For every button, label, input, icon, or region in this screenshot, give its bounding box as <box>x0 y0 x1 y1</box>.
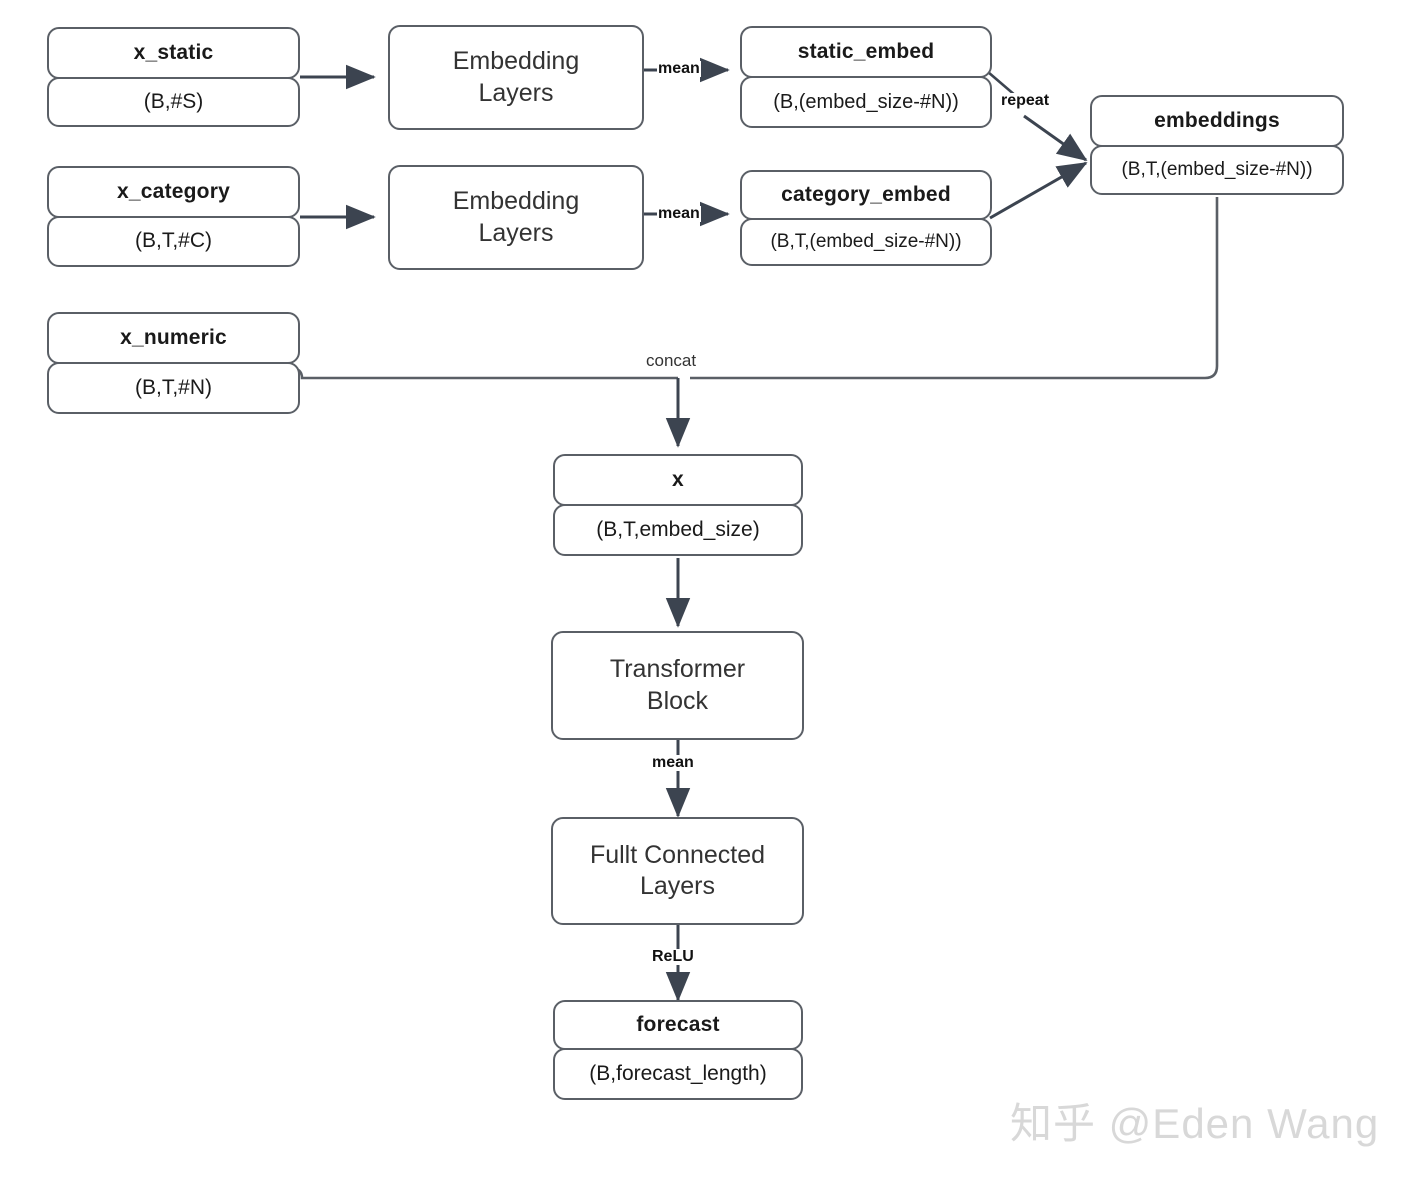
node-static-embed[interactable]: static_embed (B,(embed_size-#N)) <box>740 26 992 130</box>
edge-label-concat: concat <box>645 351 698 370</box>
edge-label-repeat: repeat <box>1000 92 1051 109</box>
node-category-embed-shape: (B,T,(embed_size-#N)) <box>740 218 992 266</box>
label-line-1: Embedding <box>452 187 580 216</box>
node-x-numeric[interactable]: x_numeric (B,T,#N) <box>47 312 300 414</box>
node-embeddings-title: embeddings <box>1090 95 1344 147</box>
label-line-2: Layers <box>478 218 554 247</box>
node-x-category[interactable]: x_category (B,T,#C) <box>47 166 300 267</box>
node-embedding-layers-static-label: Embedding Layers <box>453 46 579 109</box>
edge-label-mean-static: mean <box>657 60 701 77</box>
edge-label-mean-category: mean <box>657 205 701 222</box>
edge-label-mean-transformer: mean <box>651 754 695 771</box>
node-x-static[interactable]: x_static (B,#S) <box>47 27 300 127</box>
node-x-title: x <box>553 454 803 506</box>
label-line-1: Transformer <box>609 655 746 684</box>
node-static-embed-shape: (B,(embed_size-#N)) <box>740 76 992 128</box>
edge-categoryembed-to-embeddings <box>989 161 1088 220</box>
node-embeddings[interactable]: embeddings (B,T,(embed_size-#N)) <box>1090 95 1344 197</box>
node-embedding-layers-static[interactable]: Embedding Layers <box>388 25 644 130</box>
node-transformer-block-label: Transformer Block <box>610 654 745 717</box>
node-x-static-title: x_static <box>47 27 300 79</box>
node-x-category-title: x_category <box>47 166 300 218</box>
label-line-2: Layers <box>478 78 554 107</box>
node-forecast-shape: (B,forecast_length) <box>553 1048 803 1100</box>
node-embedding-layers-category[interactable]: Embedding Layers <box>388 165 644 270</box>
label-line-1: Fullt Connected <box>589 840 766 869</box>
node-static-embed-title: static_embed <box>740 26 992 78</box>
node-category-embed-title: category_embed <box>740 170 992 220</box>
label-line-2: Layers <box>639 872 716 900</box>
node-fully-connected-layers[interactable]: Fullt Connected Layers <box>551 817 804 925</box>
edge-xnumeric-to-concat <box>289 366 678 380</box>
node-x-numeric-shape: (B,T,#N) <box>47 362 300 414</box>
edge-staticembed-to-embeddings <box>1023 114 1088 162</box>
label-line-2: Block <box>646 686 709 715</box>
node-x-numeric-title: x_numeric <box>47 312 300 364</box>
watermark: 知乎 @Eden Wang <box>1010 1100 1380 1147</box>
node-forecast[interactable]: forecast (B,forecast_length) <box>553 1000 803 1102</box>
node-embeddings-shape: (B,T,(embed_size-#N)) <box>1090 145 1344 195</box>
node-x-shape: (B,T,embed_size) <box>553 504 803 556</box>
node-x-static-shape: (B,#S) <box>47 77 300 127</box>
edge-label-relu: ReLU <box>651 948 695 965</box>
node-category-embed[interactable]: category_embed (B,T,(embed_size-#N)) <box>740 170 992 268</box>
node-forecast-title: forecast <box>553 1000 803 1050</box>
node-x[interactable]: x (B,T,embed_size) <box>553 454 803 558</box>
node-fully-connected-layers-label: Fullt Connected Layers <box>590 840 765 903</box>
label-line-1: Embedding <box>452 47 580 76</box>
node-x-category-shape: (B,T,#C) <box>47 216 300 267</box>
node-embedding-layers-category-label: Embedding Layers <box>453 186 579 249</box>
node-transformer-block[interactable]: Transformer Block <box>551 631 804 740</box>
